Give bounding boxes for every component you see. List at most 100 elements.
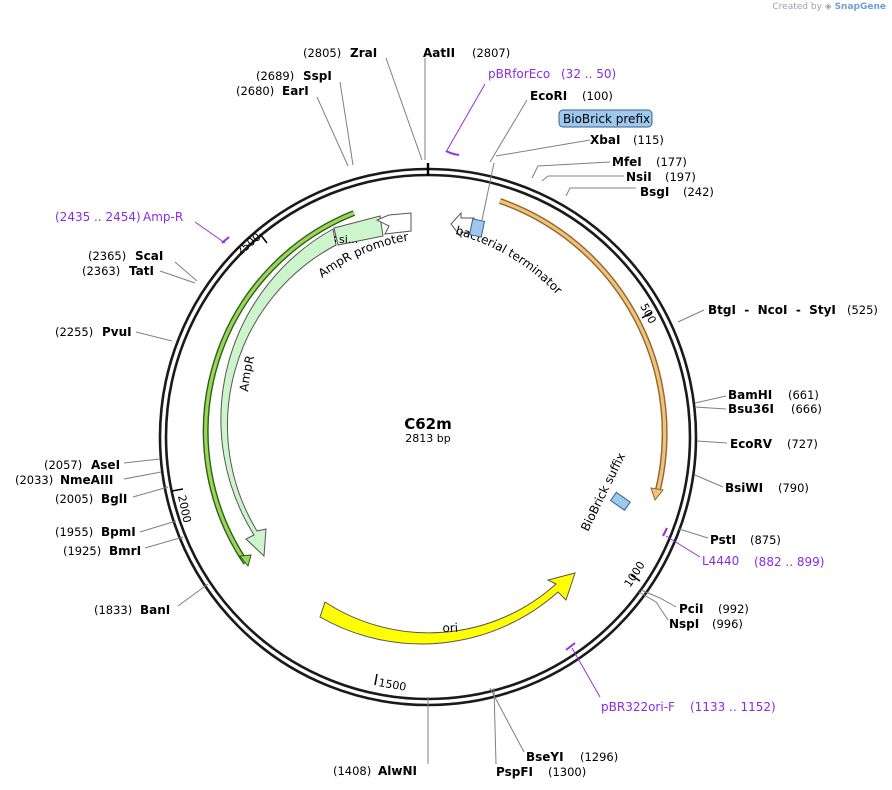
- plasmid-length: 2813 bp: [405, 432, 450, 445]
- site-leader-lines: [123, 57, 728, 765]
- leader-bani: [177, 583, 209, 607]
- site-scai[interactable]: ScaI: [135, 249, 163, 263]
- site-nspi-pos: (996): [712, 617, 743, 631]
- leader-sspi: [339, 81, 354, 166]
- leader-nsii: [541, 175, 624, 182]
- site-scai-pos: (2365): [88, 249, 126, 263]
- restriction-sites: (2805) ZraI AatII (2807) (2689) SspI (26…: [15, 46, 878, 779]
- site-btgi-ncoi-styi[interactable]: BtgI - NcoI - StyI: [708, 303, 836, 317]
- site-xbai-pos: (115): [633, 133, 664, 147]
- site-bsgi[interactable]: BsgI: [640, 185, 669, 199]
- leader-bamhi: [694, 395, 727, 404]
- site-eari-pos: (2680): [236, 84, 274, 98]
- biobrick-suffix-label: BioBrick suffix: [578, 450, 628, 533]
- site-nsii[interactable]: NsiI: [626, 170, 652, 184]
- leader-bsiwi: [694, 474, 724, 488]
- site-bmri[interactable]: BmrI: [109, 544, 141, 558]
- site-nspi[interactable]: NspI: [669, 617, 699, 631]
- biobrick-suffix-box[interactable]: [609, 491, 631, 511]
- site-alwni-pos: (1408): [333, 764, 371, 778]
- leader-pvui: [135, 331, 173, 342]
- site-bmri-pos: (1925): [63, 544, 101, 558]
- ori-feature-arrow: [319, 572, 576, 645]
- site-bsu36i[interactable]: Bsu36I: [728, 402, 774, 416]
- biobrick-prefix-label: BioBrick prefix: [563, 112, 650, 126]
- site-asei-pos: (2057): [44, 458, 82, 472]
- site-bpmi[interactable]: BpmI: [101, 525, 136, 539]
- leader-zrai: [385, 57, 423, 161]
- biobrick-prefix-box[interactable]: [468, 218, 486, 238]
- primer-pbrforeco-range: (32 .. 50): [561, 67, 616, 81]
- site-eari[interactable]: EarI: [282, 84, 309, 98]
- site-tati[interactable]: TatI: [129, 264, 154, 278]
- site-ecori[interactable]: EcoRI: [530, 89, 567, 103]
- leader-bgli: [132, 486, 169, 498]
- primer-pbr322ori-f-range: (1133 .. 1152): [690, 700, 776, 714]
- site-mfei[interactable]: MfeI: [612, 155, 642, 169]
- leader-nmeaiii: [123, 471, 162, 480]
- orange-feature-arrowhead: [650, 487, 664, 502]
- tick-2500: [259, 233, 268, 244]
- site-bseyi-pos: (1296): [580, 750, 618, 764]
- leader-bsgi: [565, 187, 636, 197]
- site-bsiwi[interactable]: BsiWI: [725, 481, 763, 495]
- site-ecorv[interactable]: EcoRV: [730, 437, 773, 451]
- tick-500: [641, 311, 653, 319]
- plasmid-name: C62m: [404, 415, 452, 433]
- leader-ecori: [489, 99, 528, 163]
- leader-scai: [174, 261, 198, 282]
- site-pspfi[interactable]: PspFI: [496, 765, 533, 779]
- primer-pbr322ori-f-name: pBR322ori-F: [601, 700, 675, 714]
- site-zrai[interactable]: ZraI: [350, 46, 377, 60]
- leader-bsu36i: [694, 406, 727, 410]
- biobrick-prefix-badge[interactable]: [558, 109, 653, 128]
- primer-pbrforeco-mark: [445, 150, 460, 156]
- site-nmeaiii-pos: (2033): [15, 473, 53, 487]
- site-alwni[interactable]: AlwNI: [378, 764, 417, 778]
- primer-l4440-mark: [662, 527, 668, 537]
- site-psti[interactable]: PstI: [710, 533, 736, 547]
- site-btgi-ncoi-styi-pos: (525): [847, 303, 878, 317]
- site-psti-pos: (875): [750, 533, 781, 547]
- site-nmeaiii[interactable]: NmeAIII: [60, 473, 113, 487]
- primer-l4440[interactable]: L4440 (882 .. 899): [662, 527, 824, 569]
- primer-amp-r-name: Amp-R: [143, 210, 183, 224]
- site-bamhi-pos: (661): [788, 388, 819, 402]
- primer-amp-r[interactable]: (2435 .. 2454) Amp-R: [55, 210, 230, 244]
- primer-pbrforeco[interactable]: pBRforEco (32 .. 50): [445, 67, 616, 156]
- site-sspi[interactable]: SspI: [303, 69, 332, 83]
- site-pcii[interactable]: PciI: [679, 602, 704, 616]
- site-bgli[interactable]: BglI: [101, 492, 127, 506]
- leader-tati: [159, 270, 196, 284]
- site-pvui[interactable]: PvuI: [102, 325, 132, 339]
- site-aatii[interactable]: AatII: [423, 46, 455, 60]
- site-asei[interactable]: AseI: [91, 458, 120, 472]
- tick-label-1500: 1500: [377, 676, 407, 694]
- site-zrai-pos: (2805): [303, 46, 341, 60]
- site-bsu36i-pos: (666): [791, 402, 822, 416]
- site-bamhi[interactable]: BamHI: [728, 388, 772, 402]
- snapgene-logo-icon: ◈: [824, 2, 832, 12]
- site-pcii-pos: (992): [718, 602, 749, 616]
- ori-label: ori: [443, 621, 459, 635]
- site-xbai[interactable]: XbaI: [590, 133, 620, 147]
- watermark-brand: SnapGene: [834, 2, 886, 12]
- ampr-label: AmpR: [237, 354, 257, 392]
- leader-ecorv: [696, 440, 728, 444]
- site-bgli-pos: (2005): [55, 492, 93, 506]
- primer-pbr322ori-f-leader: [571, 647, 601, 698]
- site-pspfi-pos: (1300): [548, 765, 586, 779]
- leader-bmri: [144, 536, 184, 549]
- tick-1000: [630, 574, 641, 582]
- site-nsii-pos: (197): [665, 170, 696, 184]
- ampr-feature-arrow: [220, 228, 337, 558]
- site-bani[interactable]: BanI: [140, 603, 170, 617]
- leader-psti: [678, 528, 709, 539]
- ampr-track-arrowhead: [239, 554, 252, 568]
- leader-asei: [123, 458, 161, 464]
- leader-bpmi: [139, 520, 177, 533]
- site-bseyi[interactable]: BseYI: [526, 750, 564, 764]
- leader-nspi: [638, 591, 669, 621]
- primer-pbr322ori-f[interactable]: pBR322ori-F (1133 .. 1152): [565, 642, 776, 714]
